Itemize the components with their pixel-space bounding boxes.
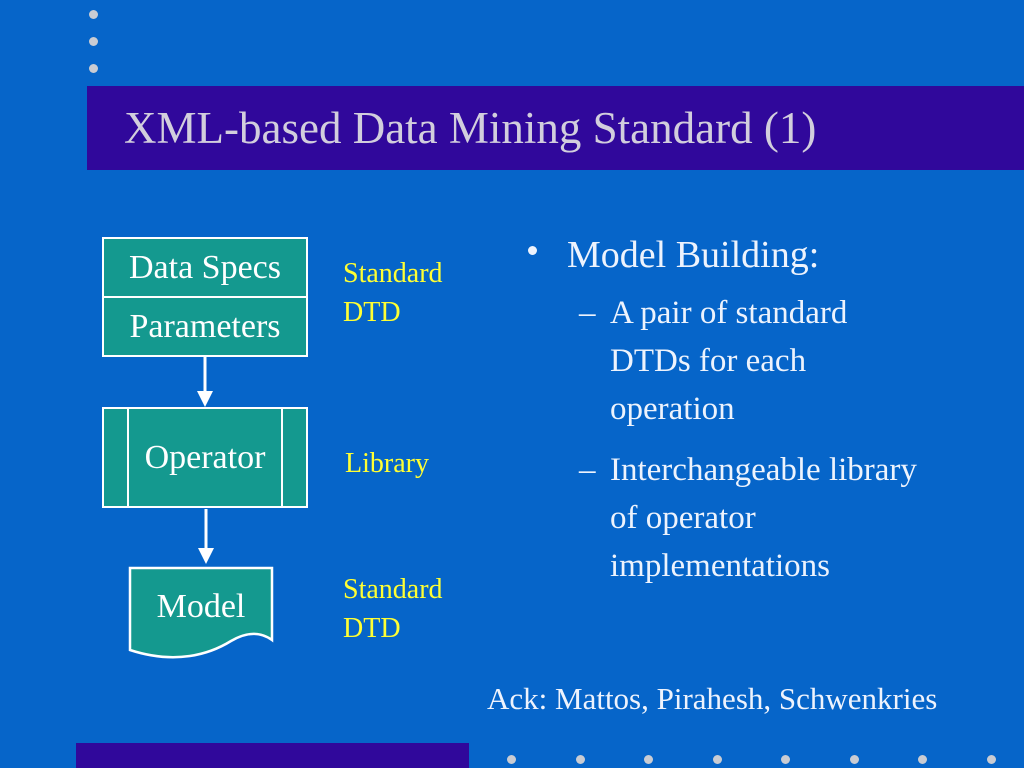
data-specs-cell: Data Specs [104, 239, 306, 298]
sub-bullet-item: – A pair of standard DTDs for each opera… [579, 289, 939, 433]
parameters-cell: Parameters [129, 307, 281, 345]
dot-icon [89, 64, 98, 73]
annotation-library: Library [345, 448, 429, 479]
bullet-heading: Model Building: [567, 234, 820, 276]
bottom-dots-decoration [507, 755, 996, 764]
model-document-shape: Model [128, 566, 274, 666]
slide-title: XML-based Data Mining Standard (1) [124, 103, 817, 153]
dot-icon [644, 755, 653, 764]
data-specs-parameters-box: Data Specs Parameters [102, 237, 308, 357]
dot-icon [89, 37, 98, 46]
dot-icon [89, 10, 98, 19]
dot-icon [712, 755, 722, 764]
dot-icon [575, 755, 585, 764]
down-arrow-icon [197, 357, 213, 407]
dash-icon: – [579, 452, 596, 488]
annotation-standard-dtd-top: Standard DTD [343, 258, 443, 328]
annotation-standard-dtd-bottom: Standard DTD [343, 574, 443, 644]
dot-icon [781, 755, 790, 764]
down-arrow-icon [198, 509, 214, 564]
top-dots-decoration [89, 10, 98, 73]
dot-icon [849, 755, 859, 764]
model-label: Model [156, 588, 246, 625]
sub-bullet-text: A pair of standard DTDs for each operati… [610, 295, 848, 427]
operator-box-right-stripe [281, 409, 283, 506]
sub-bullet-text: Interchangeable library of operator impl… [610, 452, 917, 584]
dot-icon [507, 755, 516, 764]
bottom-accent-bar [76, 743, 469, 768]
title-band: XML-based Data Mining Standard (1) [87, 86, 1024, 170]
acknowledgement-text: Ack: Mattos, Pirahesh, Schwenkries [487, 681, 938, 716]
dot-icon [918, 755, 927, 764]
dot-icon [986, 755, 996, 764]
bullet-icon [528, 246, 537, 255]
sub-bullet-item: – Interchangeable library of operator im… [579, 446, 939, 590]
sub-bullet-list: – A pair of standard DTDs for each opera… [579, 289, 939, 590]
document-shape-icon [128, 566, 274, 659]
operator-label: Operator [144, 438, 266, 476]
operator-box: Operator [102, 407, 308, 508]
dash-icon: – [579, 295, 596, 331]
operator-box-left-stripe [127, 409, 129, 506]
